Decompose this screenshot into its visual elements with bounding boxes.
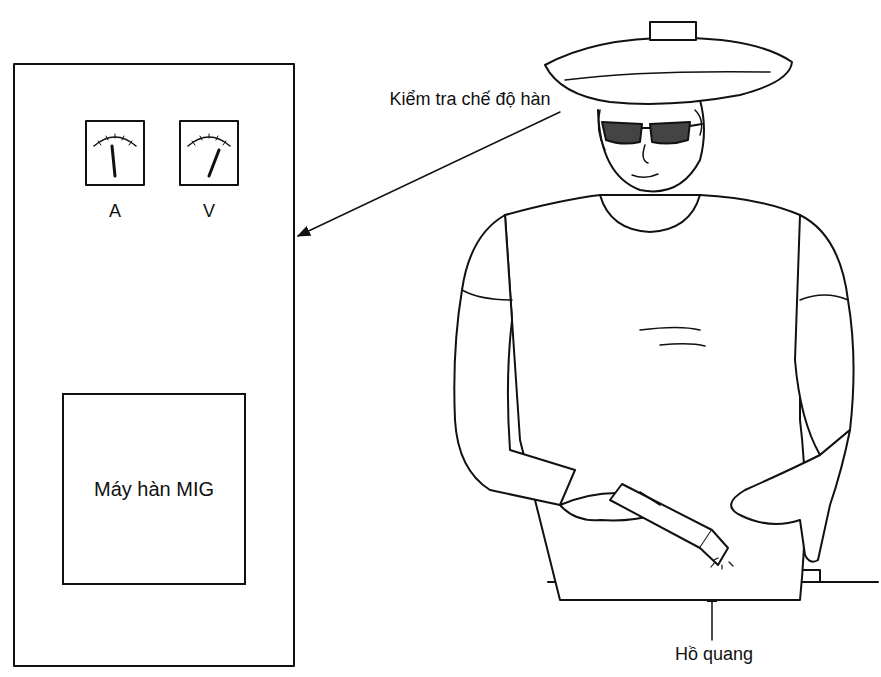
callout-label: Kiểm tra chế độ hàn [389,90,550,110]
machine-housing [14,64,294,666]
ammeter [86,121,144,185]
meter-label: V [203,202,215,222]
machine-label: Máy hàn MIG [94,478,214,501]
voltmeter [180,121,238,185]
callout-label: Hồ quang [675,645,753,665]
machine-panel-box: Máy hàn MIG [62,393,246,585]
meter-label: A [109,202,121,222]
